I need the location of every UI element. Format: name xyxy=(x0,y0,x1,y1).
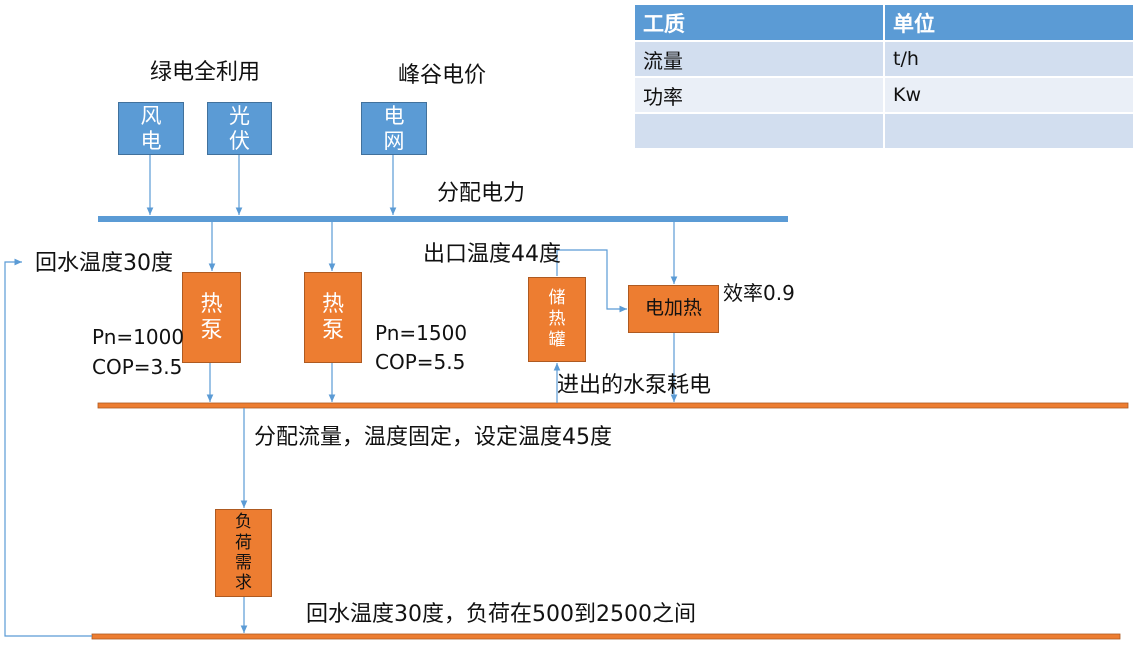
heat-pump-1-line-2: 泵 xyxy=(200,317,223,343)
return-temp-label: 回水温度30度 xyxy=(35,251,173,276)
table-header-row: 工质 单位 xyxy=(635,5,1135,42)
table-cell: 流量 xyxy=(635,41,885,78)
storage-tank-box: 储 热 罐 xyxy=(528,277,586,362)
power-bus xyxy=(98,216,788,222)
grid-line-1: 电 xyxy=(383,104,405,129)
table-header-unit: 单位 xyxy=(884,5,1135,42)
return-load-label: 回水温度30度，负荷在500到2500之间 xyxy=(306,602,696,627)
units-table: 工质 单位 流量 t/h 功率 Kw xyxy=(635,5,1135,150)
heat-pump-1-pn: Pn=1000 xyxy=(92,325,185,349)
table-cell xyxy=(884,113,1135,150)
heat-pump-2-line-1: 热 xyxy=(321,292,344,318)
heat-pump-2-box: 热 泵 xyxy=(304,272,362,363)
load-demand-line-2: 荷 xyxy=(235,532,252,553)
load-demand-line-4: 求 xyxy=(235,573,252,594)
solar-line-2: 伏 xyxy=(229,128,250,153)
table-row xyxy=(635,113,1135,150)
electric-heater-box: 电加热 xyxy=(628,285,719,333)
supply-water-bus xyxy=(97,402,1129,409)
heat-pump-2-cop: COP=5.5 xyxy=(375,350,466,374)
table-row: 功率 Kw xyxy=(635,77,1135,114)
table-row: 流量 t/h xyxy=(635,41,1135,78)
heat-pump-1-box: 热 泵 xyxy=(182,272,241,363)
electric-heater-label: 电加热 xyxy=(644,297,702,320)
wind-line-2: 电 xyxy=(140,128,162,153)
heat-pump-1-cop: COP=3.5 xyxy=(92,355,183,379)
load-demand-line-1: 负 xyxy=(235,512,252,533)
table-cell: Kw xyxy=(884,77,1135,114)
storage-tank-line-1: 储 xyxy=(548,287,566,308)
solar-pv-box: 光 伏 xyxy=(207,102,272,155)
heater-efficiency-label: 效率0.9 xyxy=(723,281,795,305)
table-cell: t/h xyxy=(884,41,1135,78)
table-cell: 功率 xyxy=(635,77,885,114)
return-loop-arrow xyxy=(4,258,92,637)
load-demand-box: 负 荷 需 求 xyxy=(215,509,272,597)
heat-pump-2-line-2: 泵 xyxy=(321,317,344,343)
return-water-bus xyxy=(91,633,1121,640)
green-power-label: 绿电全利用 xyxy=(150,60,261,85)
solar-line-1: 光 xyxy=(229,104,250,129)
outlet-temp-label: 出口温度44度 xyxy=(423,242,561,267)
storage-tank-line-3: 罐 xyxy=(548,330,566,351)
wind-power-box: 风 电 xyxy=(118,102,184,155)
load-demand-line-3: 需 xyxy=(235,553,252,573)
tank-to-heater-arrow xyxy=(557,249,627,313)
pump-consumption-label: 进出的水泵耗电 xyxy=(557,373,712,398)
wind-line-1: 风 xyxy=(140,104,162,129)
heat-pump-1-line-1: 热 xyxy=(200,292,223,318)
flow-distribution-label: 分配流量，温度固定，设定温度45度 xyxy=(254,425,612,450)
heat-pump-2-pn: Pn=1500 xyxy=(375,321,468,345)
grid-box: 电 网 xyxy=(361,102,427,155)
storage-tank-line-2: 热 xyxy=(548,308,566,329)
table-cell xyxy=(635,113,885,150)
power-distribution-label: 分配电力 xyxy=(437,181,526,206)
table-header-medium: 工质 xyxy=(635,5,885,42)
grid-line-2: 网 xyxy=(383,128,405,153)
peak-valley-price-label: 峰谷电价 xyxy=(398,63,487,88)
